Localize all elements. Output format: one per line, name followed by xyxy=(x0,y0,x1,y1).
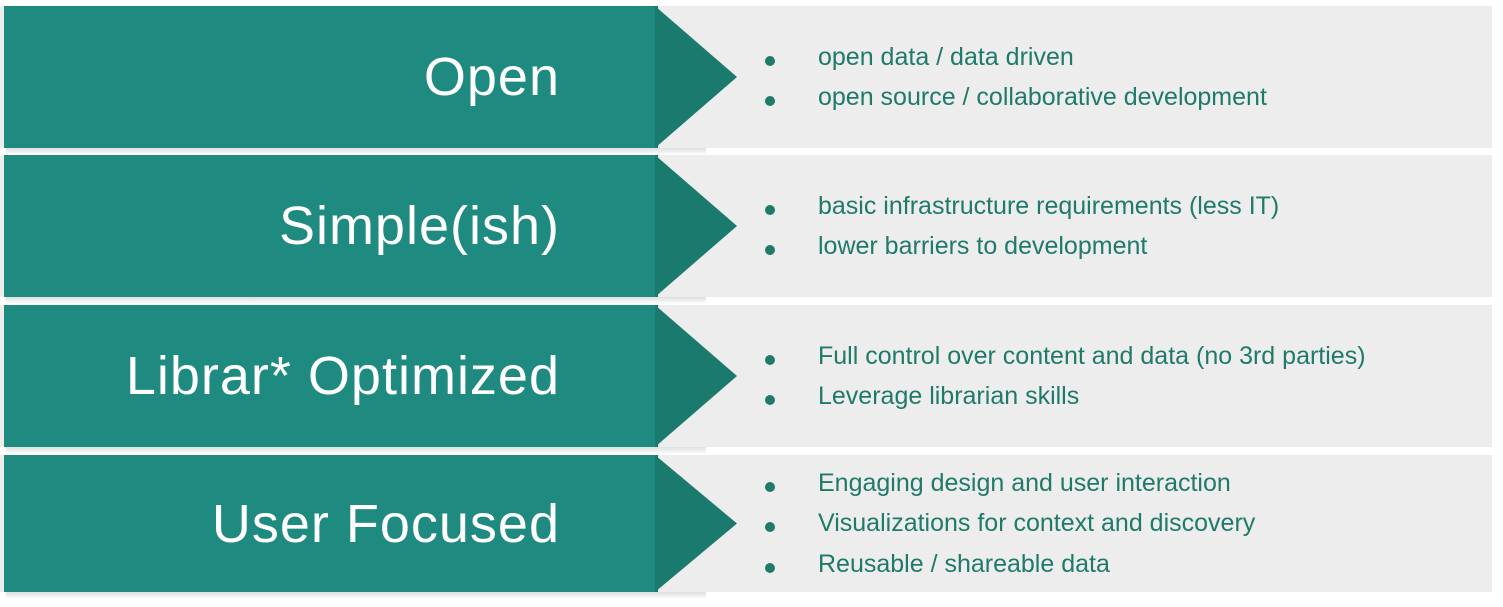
row-heading: Open xyxy=(423,47,560,107)
row-heading: User Focused xyxy=(211,493,560,554)
bullet-text: Leverage librarian skills xyxy=(818,382,1080,410)
row-heading: Simple(ish) xyxy=(278,196,560,256)
chevron-arrow-icon xyxy=(0,6,740,148)
list-item: basic infrastructure requirements (less … xyxy=(760,186,1279,227)
bullet-list: open data / data driven open source / col… xyxy=(760,6,1267,148)
list-item: Full control over content and data (no 3… xyxy=(760,336,1366,377)
chevron-arrow-icon xyxy=(0,155,740,297)
row-shadow xyxy=(6,447,706,454)
list-item: lower barriers to development xyxy=(760,226,1279,267)
chevron-row: Open open data / data driven open source /… xyxy=(0,6,1503,148)
bullet-text: Reusable / shareable data xyxy=(818,549,1110,578)
bullet-list: Full control over content and data (no 3… xyxy=(760,305,1366,447)
list-item: Engaging design and user interaction xyxy=(760,463,1255,504)
chevron-row: User Focused Engaging design and user int… xyxy=(0,455,1503,592)
row-shadow xyxy=(6,148,706,155)
row-shadow xyxy=(6,592,706,599)
bullet-text: open source / collaborative development xyxy=(818,83,1267,111)
row-shadow xyxy=(6,297,706,304)
chevron-row: Simple(ish) basic infrastructure requirem… xyxy=(0,155,1503,297)
chevron-arrow-icon xyxy=(0,455,740,592)
bullet-text: Full control over content and data (no 3… xyxy=(818,341,1366,370)
bullet-text: lower barriers to development xyxy=(818,232,1148,260)
list-item: Leverage librarian skills xyxy=(760,376,1366,417)
bullet-text: open data / data driven xyxy=(818,42,1074,71)
chevron-row: Librar* Optimized Full control over conte… xyxy=(0,305,1503,447)
bullet-text: Visualizations for context and discovery xyxy=(818,509,1256,538)
list-item: Visualizations for context and discovery xyxy=(760,503,1255,544)
list-item: Reusable / shareable data xyxy=(760,544,1255,585)
list-item: open data / data driven xyxy=(760,37,1267,78)
row-heading: Librar* Optimized xyxy=(125,346,560,406)
bullet-text: basic infrastructure requirements (less … xyxy=(818,191,1280,220)
bullet-list: basic infrastructure requirements (less … xyxy=(760,155,1279,297)
list-item: open source / collaborative development xyxy=(760,77,1267,118)
chevron-arrow-icon xyxy=(0,305,740,447)
bullet-text: Engaging design and user interaction xyxy=(818,468,1231,497)
